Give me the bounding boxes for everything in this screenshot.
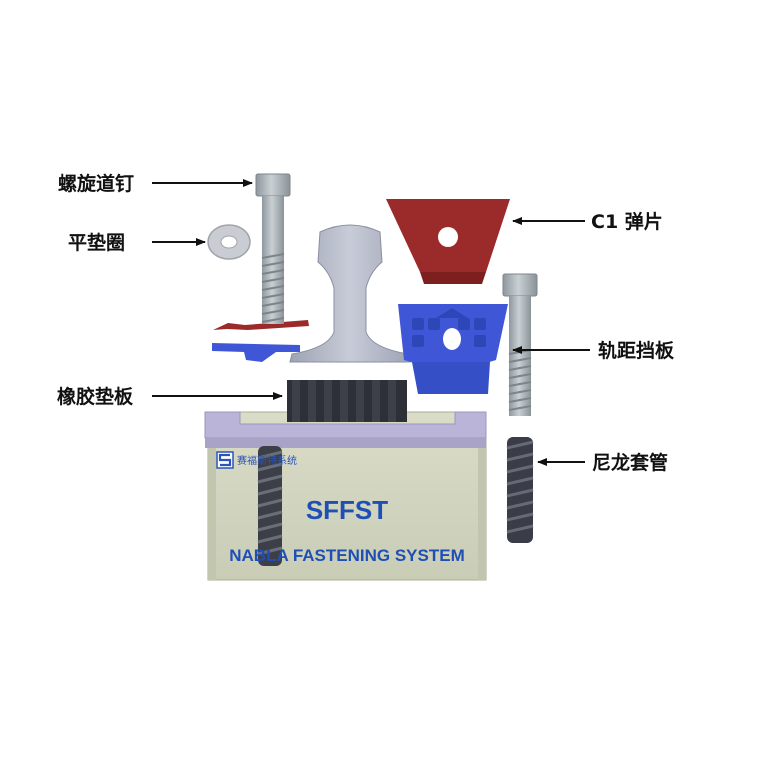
gauge-plate bbox=[398, 304, 508, 394]
rail bbox=[289, 224, 411, 363]
label-rubber-pad: 橡胶垫板 bbox=[57, 385, 134, 408]
left-spring-clip bbox=[213, 320, 309, 330]
spike-screw-left bbox=[255, 173, 291, 324]
callout-arrows bbox=[152, 179, 590, 466]
spike-screw-right bbox=[502, 273, 538, 416]
label-nylon-dowel: 尼龙套管 bbox=[592, 451, 668, 474]
left-gauge-plate bbox=[212, 343, 300, 362]
nylon-dowel bbox=[506, 437, 534, 543]
embedded-dowel-icon bbox=[257, 446, 283, 566]
system-name: NABLA FASTENING SYSTEM bbox=[229, 546, 465, 565]
label-spike-screw: 螺旋道钉 bbox=[58, 172, 134, 195]
label-flat-washer: 平垫圈 bbox=[68, 232, 125, 254]
logo-text: 赛福斯特系统 bbox=[237, 454, 297, 467]
label-c1-clip: C1 弹片 bbox=[591, 210, 663, 233]
concrete-sleeper bbox=[204, 411, 487, 581]
rubber-pad bbox=[287, 380, 407, 422]
label-gauge-plate: 轨距挡板 bbox=[598, 339, 675, 362]
flat-washer bbox=[207, 224, 251, 260]
brand-title: SFFST bbox=[306, 495, 388, 525]
c1-clip bbox=[386, 199, 510, 284]
company-logo bbox=[216, 451, 234, 469]
